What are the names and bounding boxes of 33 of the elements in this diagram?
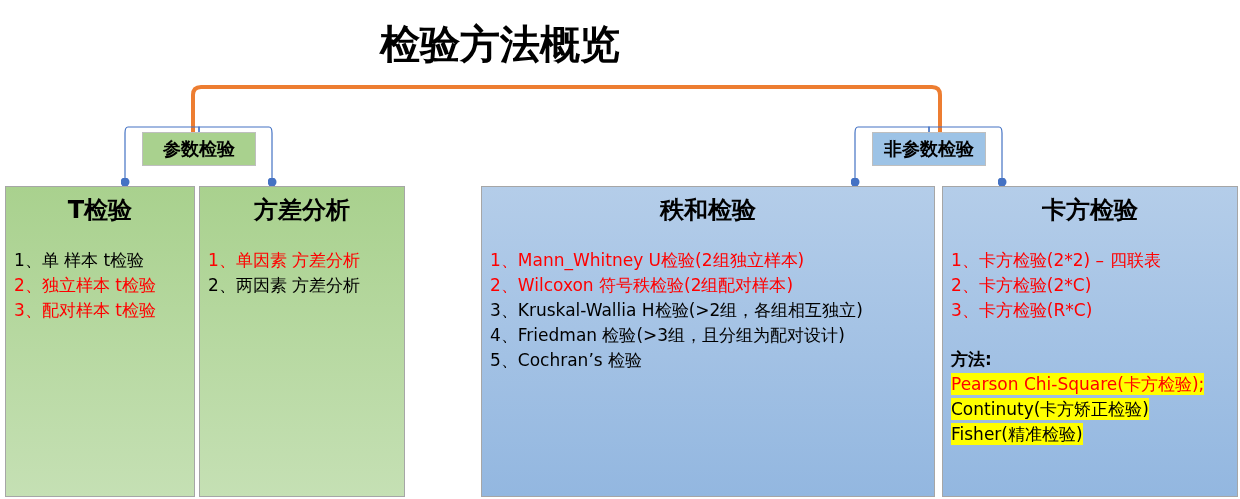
list-item: 2、Wilcoxon 符号秩检验(2组配对样本) [490,274,794,296]
bracket-line [191,85,942,132]
list-item: 2、两因素 方差分析 [208,274,361,296]
bracket-connector [850,126,930,187]
method-panel [942,186,1238,497]
method-panel [199,186,405,497]
list-item: 1、卡方检验(2*2) – 四联表 [951,249,1161,271]
list-item: 1、单因素 方差分析 [208,249,361,271]
method-panel [5,186,195,497]
panel-heading: T检验 [66,195,134,226]
category-box: 参数检验 [142,132,256,166]
bracket-connector [928,126,1007,187]
highlighted-text: Fisher(精准检验) [951,423,1083,445]
title: 检验方法概览 [380,20,620,69]
method-panel [481,186,935,497]
list-item: 5、Cochran’s 检验 [490,349,643,371]
highlighted-text: Pearson Chi-Square(卡方检验); [951,373,1205,395]
list-item: 4、Friedman 检验(>3组，且分组为配对设计) [490,324,845,346]
list-item: 3、卡方检验(R*C) [951,299,1093,321]
bracket-connector [120,126,200,187]
list-item: 2、卡方检验(2*C) [951,274,1092,296]
list-item: 3、Kruskal-Wallia H检验(>2组，各组相互独立) [490,299,863,321]
list-item: 1、Mann_Whitney U检验(2组独立样本) [490,249,805,271]
panel-heading: 卡方检验 [1041,195,1139,226]
panel-heading: 方差分析 [253,195,351,226]
highlighted-text: Continuty(卡方矫正检验) [951,398,1149,420]
list-item: 2、独立样本 t检验 [14,274,156,296]
list-item: 3、配对样本 t检验 [14,299,156,321]
panel-heading: 秩和检验 [659,195,757,226]
category-box: 非参数检验 [872,132,986,166]
bracket-connector [198,126,277,187]
list-item: 1、单 样本 t检验 [14,249,145,271]
section-label: 方法: [951,348,992,370]
